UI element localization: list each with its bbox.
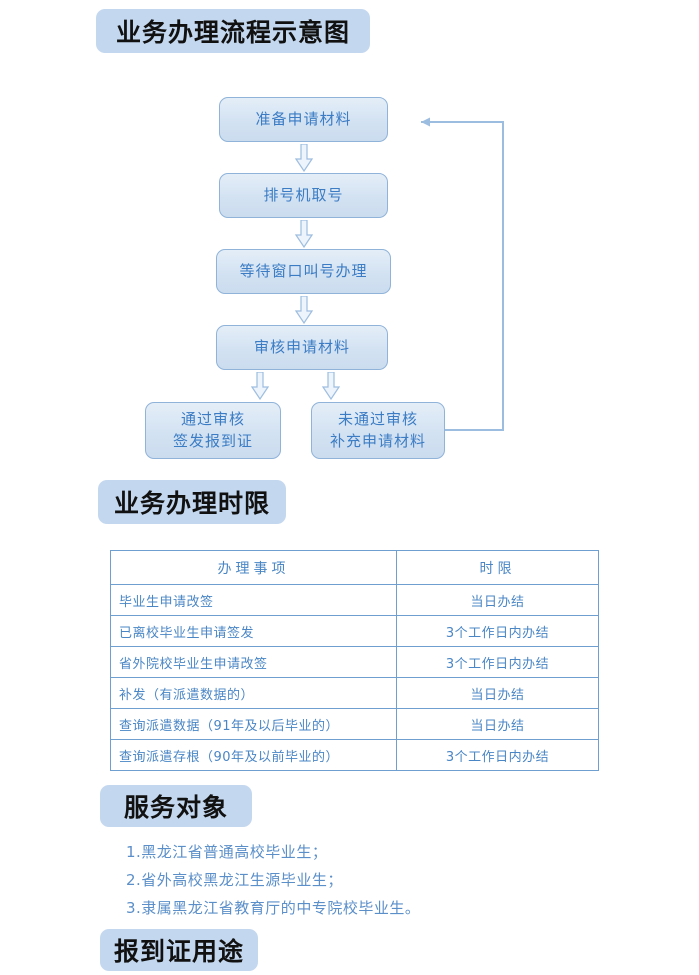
table-cell-item: 查询派遣存根（90年及以前毕业的） bbox=[110, 739, 397, 771]
table-header-limit: 时限 bbox=[396, 550, 599, 585]
flow-node-passed-line-2: 签发报到证 bbox=[172, 431, 253, 450]
flow-arrow-review-to-failed bbox=[322, 372, 340, 400]
flow-node-prepare: 准备申请材料 bbox=[219, 97, 388, 142]
list-item: 1.黑龙江省普通高校毕业生； bbox=[126, 843, 328, 861]
table-row: 补发（有派遣数据的） 当日办结 bbox=[110, 677, 599, 709]
table-row: 查询派遣存根（90年及以前毕业的） 3个工作日内办结 bbox=[110, 739, 599, 771]
flow-node-passed: 通过审核 签发报到证 bbox=[145, 402, 281, 459]
flow-node-queue-line-1: 排号机取号 bbox=[263, 185, 344, 204]
section-header-time: 业务办理时限 bbox=[98, 480, 286, 524]
flow-node-review: 审核申请材料 bbox=[216, 325, 388, 370]
section-header-time-label: 业务办理时限 bbox=[113, 489, 270, 518]
section-header-flow: 业务办理流程示意图 bbox=[96, 9, 370, 53]
table-row: 毕业生申请改签 当日办结 bbox=[110, 584, 599, 616]
flow-node-passed-line-1: 通过审核 bbox=[180, 409, 245, 428]
audience-list: 1.黑龙江省普通高校毕业生； 2.省外高校黑龙江生源毕业生； 3.隶属黑龙江省教… bbox=[126, 838, 420, 922]
flow-node-prepare-line-1: 准备申请材料 bbox=[255, 109, 352, 128]
table-cell-item: 已离校毕业生申请签发 bbox=[110, 615, 397, 647]
table-cell-limit: 3个工作日内办结 bbox=[396, 615, 599, 647]
table-cell-limit: 当日办结 bbox=[396, 708, 599, 740]
section-header-usage-label: 报到证用途 bbox=[113, 937, 244, 966]
table-header-row: 办理事项 时限 bbox=[110, 550, 599, 585]
table-header-item: 办理事项 bbox=[110, 550, 397, 585]
time-limit-table: 办理事项 时限 毕业生申请改签 当日办结 已离校毕业生申请签发 3个工作日内办结… bbox=[110, 550, 599, 771]
table-cell-limit: 3个工作日内办结 bbox=[396, 739, 599, 771]
flow-arrow-review-to-passed bbox=[251, 372, 269, 400]
table-cell-limit: 3个工作日内办结 bbox=[396, 646, 599, 678]
list-item: 2.省外高校黑龙江生源毕业生； bbox=[126, 871, 343, 889]
table-row: 省外院校毕业生申请改签 3个工作日内办结 bbox=[110, 646, 599, 678]
section-header-audience: 服务对象 bbox=[100, 785, 252, 827]
table-cell-limit: 当日办结 bbox=[396, 677, 599, 709]
section-header-audience-label: 服务对象 bbox=[123, 793, 228, 822]
table-row: 已离校毕业生申请签发 3个工作日内办结 bbox=[110, 615, 599, 647]
flow-node-queue: 排号机取号 bbox=[219, 173, 388, 218]
section-header-flow-label: 业务办理流程示意图 bbox=[115, 18, 350, 47]
flow-node-wait-line-1: 等待窗口叫号办理 bbox=[239, 261, 368, 280]
table-cell-item: 查询派遣数据（91年及以后毕业的） bbox=[110, 708, 397, 740]
table-cell-item: 补发（有派遣数据的） bbox=[110, 677, 397, 709]
flow-node-review-line-1: 审核申请材料 bbox=[253, 337, 350, 356]
table-row: 查询派遣数据（91年及以后毕业的） 当日办结 bbox=[110, 708, 599, 740]
list-item: 3.隶属黑龙江省教育厅的中专院校毕业生。 bbox=[126, 899, 421, 917]
flow-node-failed-line-2: 补充申请材料 bbox=[329, 431, 426, 450]
table-cell-item: 毕业生申请改签 bbox=[110, 584, 397, 616]
flow-arrow-wait-to-review bbox=[295, 296, 313, 324]
flow-arrow-queue-to-wait bbox=[295, 220, 313, 248]
flow-node-failed-line-1: 未通过审核 bbox=[337, 409, 418, 428]
flow-node-wait: 等待窗口叫号办理 bbox=[216, 249, 391, 294]
flow-arrow-prepare-to-queue bbox=[295, 144, 313, 172]
table-cell-item: 省外院校毕业生申请改签 bbox=[110, 646, 397, 678]
flow-node-failed: 未通过审核 补充申请材料 bbox=[311, 402, 445, 459]
table-cell-limit: 当日办结 bbox=[396, 584, 599, 616]
section-header-usage: 报到证用途 bbox=[100, 929, 258, 971]
